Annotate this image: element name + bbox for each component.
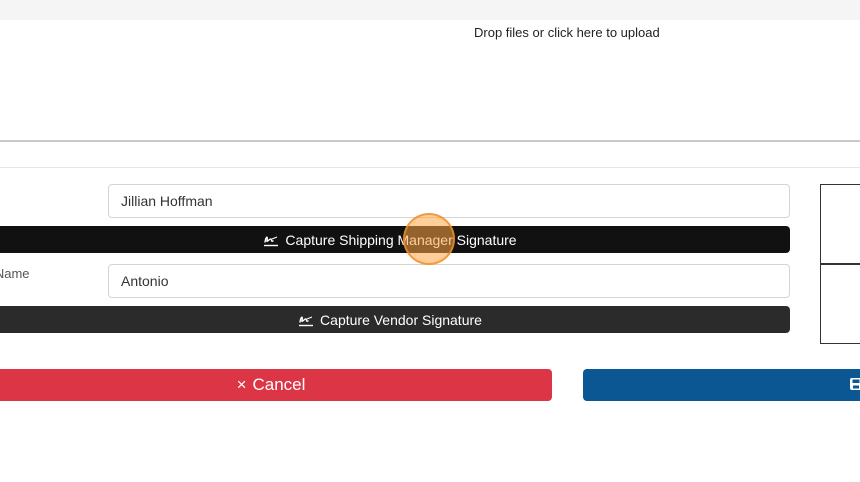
save-icon [850,378,860,390]
shipping-manager-name-input[interactable] [108,184,790,218]
signature-icon [264,235,279,246]
cancel-button[interactable]: × Cancel [0,369,552,401]
save-button[interactable] [583,369,860,401]
file-dropzone[interactable]: Drop files or click here to upload [474,25,660,40]
capture-shipping-manager-signature-button[interactable]: Capture Shipping Manager Signature [0,226,790,253]
vendor-signature-box[interactable] [820,264,860,344]
shipping-manager-signature-box[interactable] [820,184,860,264]
shipping-manager-name-label: ne [0,186,14,201]
close-icon: × [236,375,247,394]
capture-shipping-manager-signature-label: Capture Shipping Manager Signature [285,231,517,248]
section-divider [0,140,860,142]
vendor-name-input[interactable] [108,264,790,298]
signature-icon [299,315,314,326]
capture-vendor-signature-button[interactable]: Capture Vendor Signature [0,306,790,333]
capture-vendor-signature-label: Capture Vendor Signature [320,311,482,328]
section-divider-thin [0,167,860,168]
vendor-name-label: e Name [0,266,30,281]
top-strip [0,0,860,20]
cancel-label: Cancel [252,375,306,394]
